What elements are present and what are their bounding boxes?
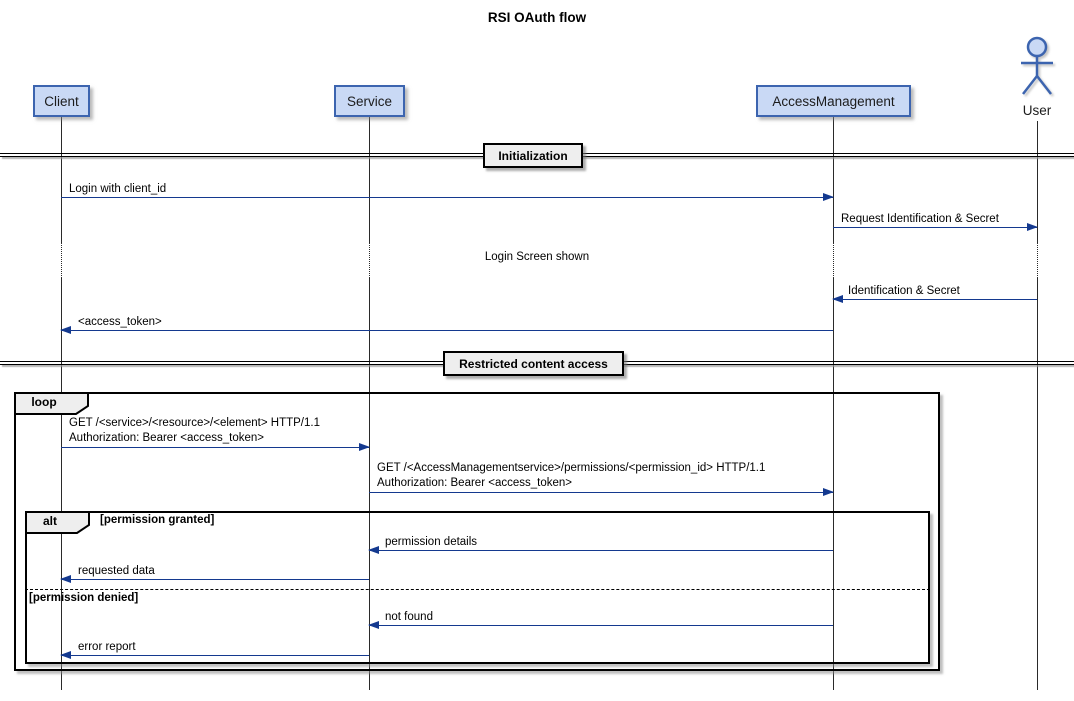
message-identification-secret-label: Identification & Secret: [848, 285, 960, 297]
lifeline-access-management-delay: [833, 243, 834, 278]
message-get-permissions-label: GET /<AccessManagementservice>/permissio…: [377, 461, 765, 491]
message-permission-details-arrow: [368, 545, 833, 554]
message-requested-data-arrow: [60, 574, 369, 583]
message-requested-data-label: requested data: [78, 565, 155, 577]
alt-guard-denied: [permission denied]: [29, 592, 139, 604]
divider-initialization-label: Initialization: [498, 148, 568, 163]
message-access-token-arrow: [60, 325, 833, 334]
participant-client-label: Client: [44, 93, 79, 109]
message-error-report-label: error report: [78, 641, 136, 653]
alt-frame-pentagon: [25, 511, 90, 534]
message-access-token-label: <access_token>: [78, 316, 162, 328]
message-get-resource-line1: GET /<service>/<resource>/<element> HTTP…: [69, 417, 320, 429]
alt-separator: [25, 589, 930, 590]
message-request-identification-arrow: [833, 222, 1038, 231]
message-permission-details-label: permission details: [385, 536, 478, 548]
lifeline-service: [369, 278, 370, 690]
lifeline-access-management: [833, 278, 834, 690]
participant-access-management: AccessManagement: [756, 85, 911, 117]
participant-service: Service: [334, 85, 405, 117]
divider-initialization: Initialization: [483, 143, 583, 168]
alt-frame: [25, 511, 930, 664]
diagram-title: RSI OAuth flow: [487, 10, 587, 25]
participant-user-label: User: [1022, 103, 1052, 118]
participant-client: Client: [33, 85, 90, 117]
message-not-found-label: not found: [385, 611, 433, 623]
message-not-found-arrow: [368, 620, 833, 629]
lifeline-access-management: [833, 117, 834, 243]
message-get-permissions-arrow: [369, 487, 834, 496]
lifeline-client-delay: [61, 243, 62, 278]
delay-note: Login Screen shown: [484, 251, 590, 263]
lifeline-user: [1037, 278, 1038, 690]
loop-frame-pentagon: [14, 392, 89, 415]
message-login-label: Login with client_id: [69, 183, 167, 195]
message-request-identification-label: Request Identification & Secret: [841, 213, 999, 225]
message-identification-secret-arrow: [832, 294, 1037, 303]
lifeline-user-delay: [1037, 243, 1038, 278]
lifeline-client: [61, 278, 62, 690]
message-error-report-arrow: [60, 650, 369, 659]
lifeline-service: [369, 117, 370, 243]
message-login-arrow: [61, 192, 834, 201]
participant-access-management-label: AccessManagement: [772, 93, 895, 109]
message-get-resource-line2: Authorization: Bearer <access_token>: [69, 432, 264, 444]
message-get-permissions-line1: GET /<AccessManagementservice>/permissio…: [377, 462, 766, 474]
participant-service-label: Service: [346, 93, 392, 109]
loop-frame: [14, 392, 940, 671]
loop-operator-label: loop: [31, 395, 57, 409]
message-get-resource-label: GET /<service>/<resource>/<element> HTTP…: [69, 416, 320, 446]
lifeline-user: [1037, 121, 1038, 243]
divider-restricted-label: Restricted content access: [459, 356, 608, 371]
user-actor-icon: [1021, 36, 1053, 95]
alt-operator-label: alt: [42, 514, 57, 528]
lifeline-service-delay: [369, 243, 370, 278]
message-get-resource-arrow: [61, 442, 370, 451]
message-get-permissions-line2: Authorization: Bearer <access_token>: [377, 477, 572, 489]
divider-restricted: Restricted content access: [443, 351, 624, 376]
alt-guard-granted: [permission granted]: [100, 514, 215, 526]
lifeline-client: [61, 117, 62, 243]
